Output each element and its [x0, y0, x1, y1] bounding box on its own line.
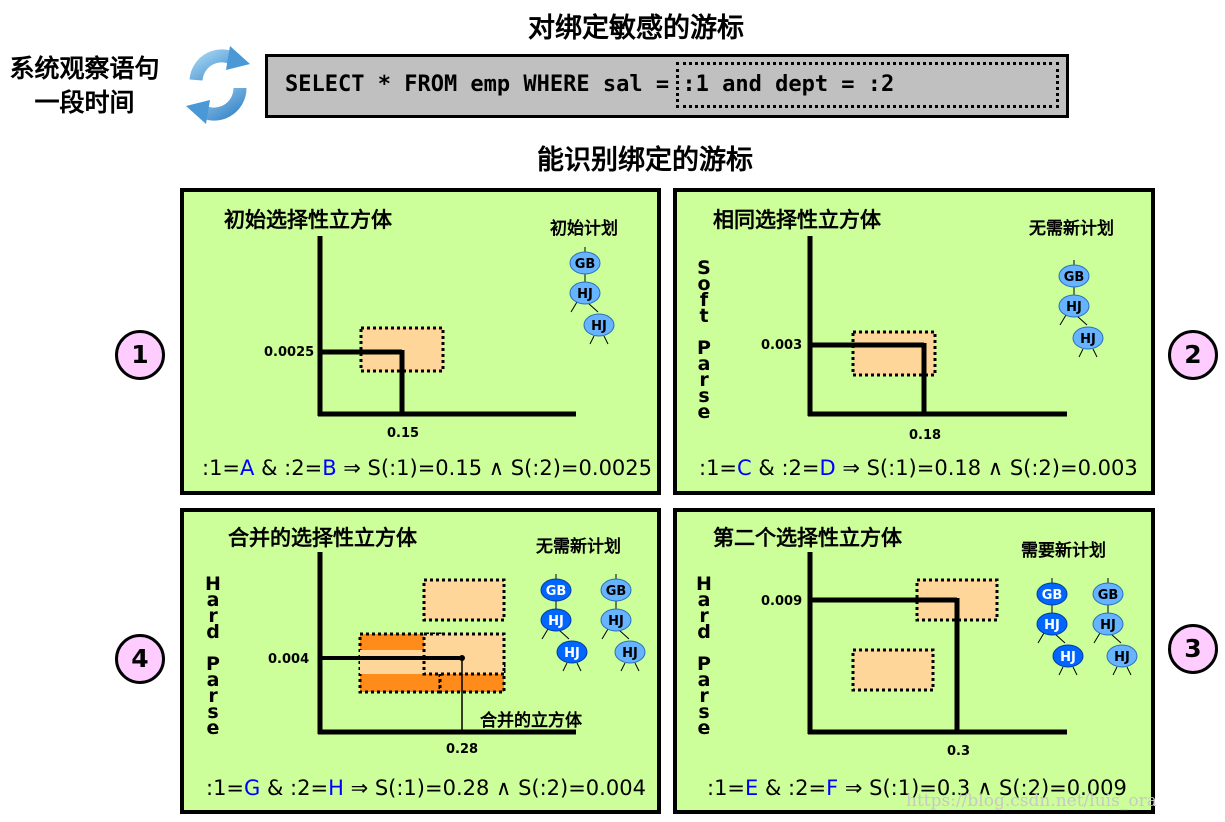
- gb-node-label: GB: [1064, 270, 1085, 285]
- gb-node: [1058, 264, 1090, 288]
- gb-node: [1036, 582, 1068, 606]
- hj-node: [1072, 326, 1104, 350]
- hj-node-label: HJ: [608, 614, 624, 629]
- bind-formula: :1=G & :2=H ⇒ S(:1)=0.28 ∧ S(:2)=0.004: [206, 776, 646, 800]
- hj-node-label: HJ: [548, 614, 564, 629]
- selectivity-cube: [422, 578, 506, 622]
- bind-formula: :1=C & :2=D ⇒ S(:1)=0.18 ∧ S(:2)=0.003: [699, 456, 1138, 480]
- hj-node: [1052, 644, 1084, 668]
- hj-node-label: HJ: [577, 287, 593, 302]
- execution-plan-tree: GB HJ HJ: [569, 247, 615, 345]
- hj-node-label: HJ: [1080, 332, 1096, 347]
- plan-label: 初始计划: [550, 219, 618, 239]
- hj-node: [556, 640, 588, 664]
- sql-bind-predicate: sal = :1 and dept = :2: [602, 72, 895, 97]
- execution-plan-tree: GB HJ HJ: [1058, 260, 1104, 358]
- hj-node-label: HJ: [1066, 300, 1082, 315]
- hj-node-label: HJ: [1114, 650, 1130, 665]
- observation-label: 系统观察语句 一段时间: [2, 52, 167, 120]
- panel-title: 初始选择性立方体: [224, 208, 392, 232]
- gb-node-label: GB: [606, 584, 627, 599]
- selectivity-cube: [851, 330, 937, 377]
- selectivity-chart: GB HJ HJ: [807, 236, 1104, 417]
- x-tick-label: 0.18: [909, 428, 942, 443]
- hj-node-label: HJ: [1100, 618, 1116, 633]
- panel-initial-cube: 初始选择性立方体 初始计划 GB HJ HJ 0.0025 0.15 :1=A …: [180, 188, 661, 495]
- selectivity-chart: GB HJ HJ GB HJ HJ: [807, 552, 1138, 735]
- y-tick-label: 0.009: [761, 594, 803, 609]
- merged-cube-note: 合并的立方体: [480, 711, 582, 731]
- x-tick-label: 0.28: [446, 742, 479, 757]
- plan-label: 需要新计划: [1021, 541, 1106, 561]
- execution-plan-tree: GB HJ HJ: [600, 574, 646, 672]
- y-tick-label: 0.004: [268, 652, 310, 667]
- x-tick-label: 0.15: [387, 426, 420, 441]
- selectivity-chart: GB HJ HJ GB HJ HJ: [317, 552, 646, 735]
- watermark: https://blog.csdn.net/luis_ora: [906, 791, 1157, 811]
- hj-node: [1058, 294, 1090, 318]
- gb-node: [1092, 582, 1124, 606]
- observation-label-line2: 一段时间: [34, 88, 135, 117]
- hj-node-label: HJ: [564, 646, 580, 661]
- page-title: 对绑定敏感的游标: [528, 13, 744, 44]
- hj-node-label: HJ: [1044, 618, 1060, 633]
- panel-title: 合并的选择性立方体: [228, 526, 417, 550]
- gb-node-label: GB: [546, 584, 567, 599]
- hj-node: [569, 281, 601, 305]
- hj-node: [540, 608, 572, 632]
- hj-node-label: HJ: [1060, 650, 1076, 665]
- panel-title: 相同选择性立方体: [713, 208, 881, 232]
- gb-node: [569, 251, 601, 275]
- refresh-cycle-icon: [176, 42, 260, 128]
- observation-label-line1: 系统观察语句: [9, 54, 160, 83]
- selectivity-chart: GB HJ HJ: [317, 236, 615, 417]
- plan-label: 无需新计划: [536, 537, 621, 557]
- plan-label: 无需新计划: [1029, 219, 1114, 239]
- execution-plan-tree: GB HJ HJ: [1092, 578, 1138, 676]
- hj-node: [600, 608, 632, 632]
- bind-formula: :1=E & :2=F ⇒ S(:1)=0.3 ∧ S(:2)=0.009: [707, 776, 1127, 800]
- hj-node: [1106, 644, 1138, 668]
- gb-node: [600, 578, 632, 602]
- x-tick-label: 0.3: [947, 744, 971, 759]
- bind-predicate-highlight: [676, 62, 1059, 108]
- y-tick-label: 0.003: [761, 338, 803, 353]
- sql-statement: SELECT * FROM emp WHERE sal = :1 and dep…: [285, 72, 894, 97]
- bind-formula: :1=A & :2=B ⇒ S(:1)=0.15 ∧ S(:2)=0.0025: [202, 456, 653, 480]
- y-tick-label: 0.0025: [264, 345, 315, 360]
- gb-node-label: GB: [1042, 588, 1063, 603]
- selectivity-cube: [851, 648, 935, 692]
- sql-prefix: SELECT * FROM emp WHERE: [285, 72, 603, 97]
- step-2-badge: 2: [1168, 330, 1218, 380]
- selectivity-cube: [422, 632, 506, 676]
- hj-node: [1036, 612, 1068, 636]
- execution-plan-tree-new: GB HJ HJ: [540, 574, 588, 672]
- execution-plan-tree-new: GB HJ HJ: [1036, 578, 1084, 676]
- gb-node-label: GB: [575, 257, 596, 272]
- hj-node: [614, 640, 646, 664]
- hj-node: [1092, 612, 1124, 636]
- step-4-badge: 4: [115, 634, 165, 684]
- step-1-badge: 1: [115, 330, 165, 380]
- gb-node-label: GB: [1098, 588, 1119, 603]
- hj-node-label: HJ: [591, 319, 607, 334]
- gb-node: [540, 578, 572, 602]
- section-subtitle: 能识别绑定的游标: [537, 145, 753, 176]
- step-3-badge: 3: [1168, 624, 1218, 674]
- hj-node-label: HJ: [622, 646, 638, 661]
- hj-node: [583, 313, 615, 337]
- panel-title: 第二个选择性立方体: [713, 526, 902, 550]
